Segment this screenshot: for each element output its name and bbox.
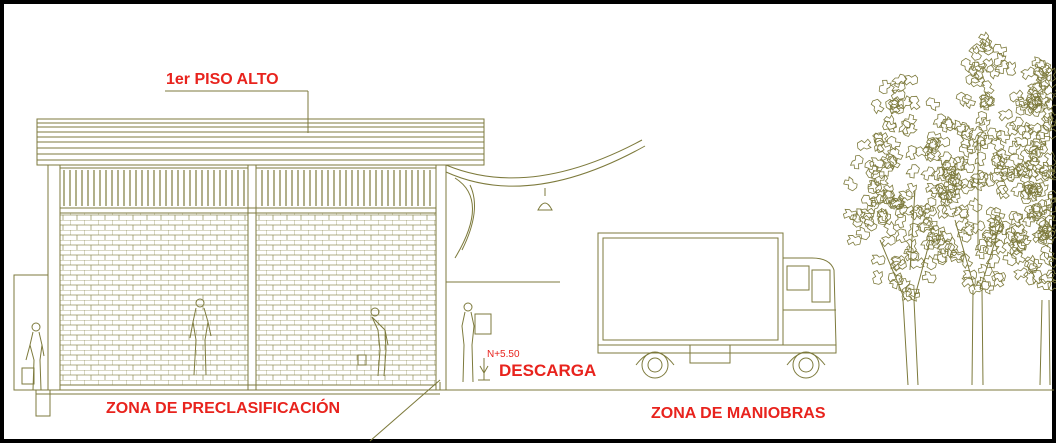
- worker-figure-center: [189, 298, 212, 376]
- tree-center: [954, 140, 1001, 386]
- elevation-mark-label: N+5.50: [487, 349, 520, 360]
- louver-slats: [63, 170, 431, 206]
- worker-figure-unloading: [461, 302, 492, 383]
- tree-right: [1039, 299, 1051, 386]
- preclassification-zone-label: ZONA DE PRECLASIFICACIÓN: [106, 400, 341, 417]
- elevation-marker: [478, 358, 490, 381]
- truck: [597, 232, 837, 379]
- canopy-structure: [445, 139, 646, 290]
- side-booth: [13, 274, 51, 417]
- building-facade: [47, 164, 447, 391]
- unloading-label: DESCARGA: [499, 361, 597, 380]
- worker-figure-right: [357, 307, 389, 377]
- worker-figure-left: [25, 322, 45, 391]
- ground-ramp: [369, 379, 441, 442]
- roof-slab: [36, 118, 485, 166]
- floor-level-label: 1er PISO ALTO: [166, 71, 279, 88]
- tree-foliage: [840, 30, 1056, 305]
- tree-left: [879, 189, 931, 386]
- maneuvers-zone-label: ZONA DE MANIOBRAS: [651, 405, 826, 422]
